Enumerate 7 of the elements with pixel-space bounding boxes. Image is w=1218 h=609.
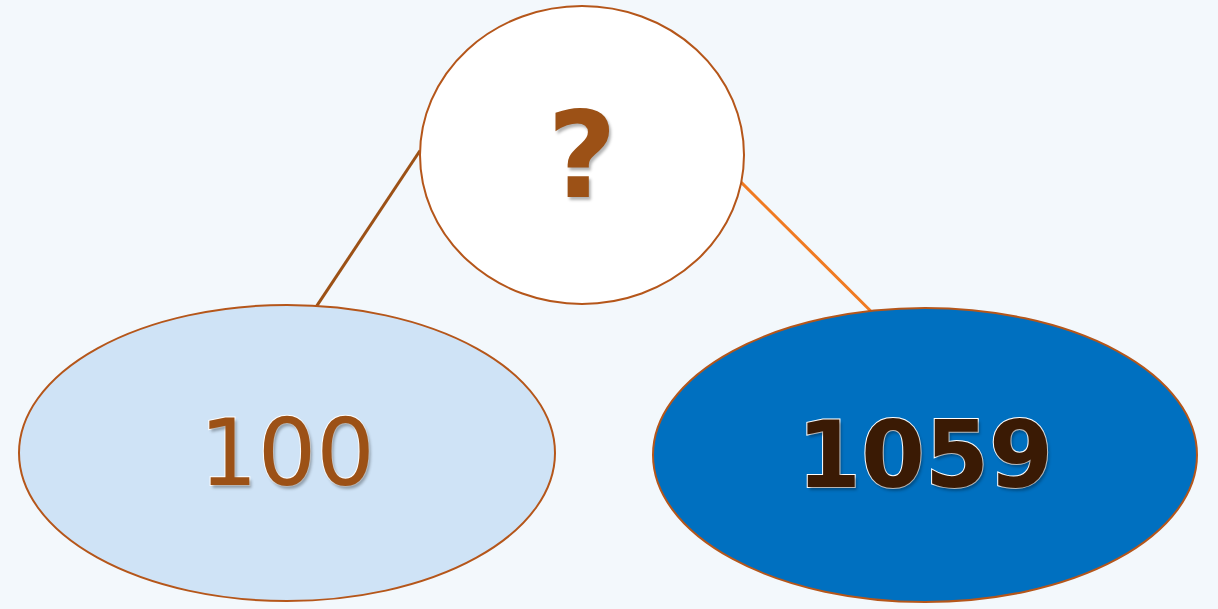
ellipse-node [17, 303, 557, 603]
node-label: 100 [198, 399, 376, 507]
connector-line [740, 181, 872, 313]
node-label: ? [546, 85, 618, 225]
ellipse-node [418, 4, 746, 306]
node-label: 1059 [795, 401, 1055, 509]
ellipse-node [651, 306, 1199, 604]
